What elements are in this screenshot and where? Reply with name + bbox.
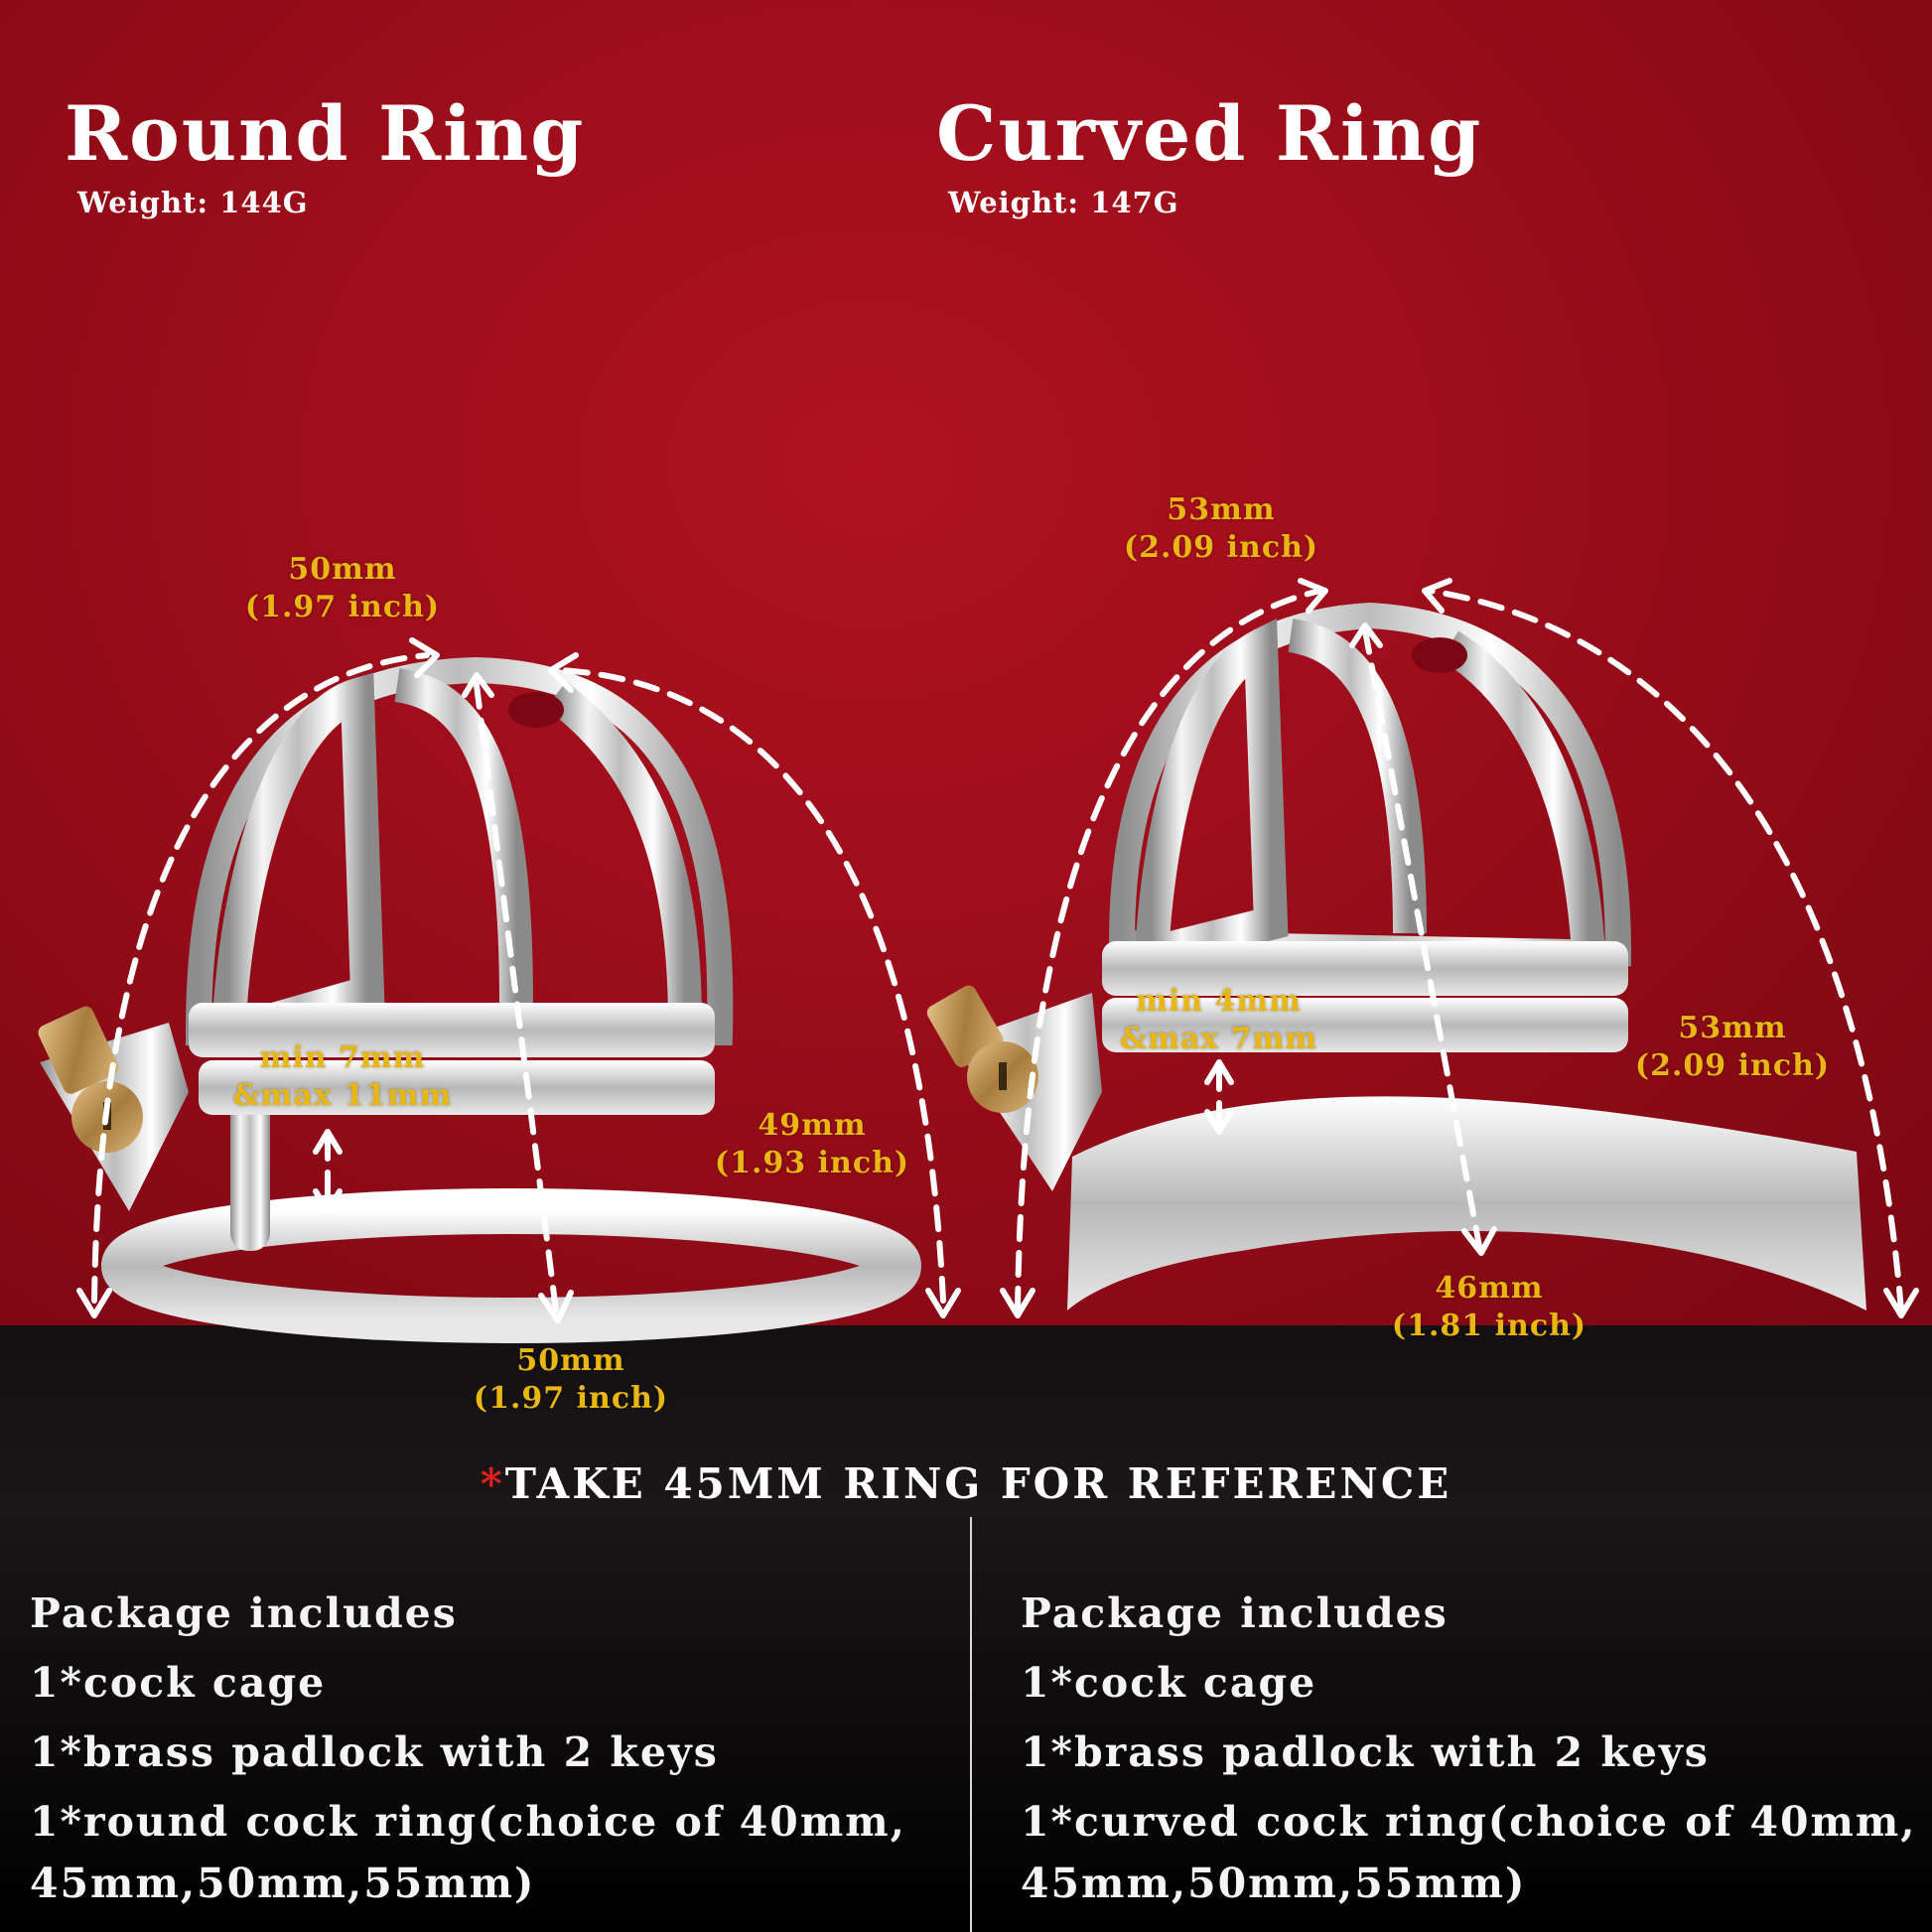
info-panel bbox=[0, 1325, 1932, 1932]
round-package-list: Package includes 1*cock cage 1*brass pad… bbox=[30, 1579, 906, 1918]
package-item: 45mm,50mm,55mm) bbox=[1021, 1860, 1527, 1907]
dim-inch: (1.97 inch) bbox=[244, 590, 441, 624]
curved-length-dimension: 46mm (1.81 inch) bbox=[1375, 1270, 1603, 1345]
dim-mm: min 4mm bbox=[1136, 984, 1302, 1019]
package-heading: Package includes bbox=[30, 1589, 458, 1637]
curved-side-dimension: 53mm (2.09 inch) bbox=[1618, 1010, 1847, 1085]
dimension-arrows bbox=[91, 588, 1904, 1313]
curved-gap-dimension: min 4mm &max 7mm bbox=[1102, 983, 1335, 1058]
dim-inch: &max 7mm bbox=[1120, 1022, 1317, 1056]
dim-mm: 50mm bbox=[516, 1343, 625, 1378]
round-ring-title: Round Ring bbox=[65, 89, 586, 178]
reference-note: *TAKE 45MM RING FOR REFERENCE bbox=[0, 1459, 1932, 1508]
round-top-dimension: 50mm (1.97 inch) bbox=[228, 551, 457, 626]
curved-top-dimension: 53mm (2.09 inch) bbox=[1107, 491, 1335, 567]
column-divider bbox=[970, 1517, 972, 1932]
round-length-dimension: 50mm (1.97 inch) bbox=[457, 1342, 685, 1418]
reference-text: TAKE 45MM RING FOR REFERENCE bbox=[504, 1459, 1452, 1508]
package-item: 1*cock cage bbox=[1021, 1659, 1317, 1707]
dim-inch: (1.93 inch) bbox=[714, 1146, 910, 1180]
package-item: 1*curved cock ring(choice of 40mm, bbox=[1021, 1798, 1917, 1846]
curved-package-list: Package includes 1*cock cage 1*brass pad… bbox=[1021, 1579, 1917, 1918]
round-side-dimension: 49mm (1.93 inch) bbox=[698, 1107, 926, 1182]
curved-ring-title: Curved Ring bbox=[936, 89, 1483, 178]
package-item: 1*cock cage bbox=[30, 1659, 327, 1707]
round-ring-cage bbox=[38, 656, 921, 1343]
round-gap-dimension: min 7mm &max 11mm bbox=[218, 1039, 467, 1115]
curved-ring-cage bbox=[926, 602, 1866, 1311]
dim-inch: &max 11mm bbox=[232, 1078, 453, 1113]
dim-mm: 46mm bbox=[1435, 1271, 1544, 1306]
package-item: 1*brass padlock with 2 keys bbox=[1021, 1728, 1710, 1776]
dim-mm: 49mm bbox=[758, 1108, 867, 1143]
round-ring-weight: Weight: 144G bbox=[77, 186, 309, 219]
dim-inch: (1.81 inch) bbox=[1391, 1309, 1587, 1343]
package-item: 1*round cock ring(choice of 40mm, bbox=[30, 1798, 906, 1846]
dim-inch: (2.09 inch) bbox=[1123, 530, 1319, 565]
dim-inch: (2.09 inch) bbox=[1634, 1048, 1831, 1083]
dim-mm: 53mm bbox=[1167, 492, 1276, 527]
arrow-heads bbox=[76, 578, 1919, 1323]
dim-mm: min 7mm bbox=[259, 1040, 426, 1075]
package-heading: Package includes bbox=[1021, 1589, 1449, 1637]
curved-ring-weight: Weight: 147G bbox=[948, 186, 1179, 219]
dim-mm: 53mm bbox=[1678, 1011, 1787, 1045]
package-item: 1*brass padlock with 2 keys bbox=[30, 1728, 719, 1776]
dim-mm: 50mm bbox=[288, 552, 397, 587]
dim-inch: (1.97 inch) bbox=[473, 1381, 669, 1416]
package-item: 45mm,50mm,55mm) bbox=[30, 1860, 536, 1907]
asterisk: * bbox=[480, 1459, 505, 1508]
